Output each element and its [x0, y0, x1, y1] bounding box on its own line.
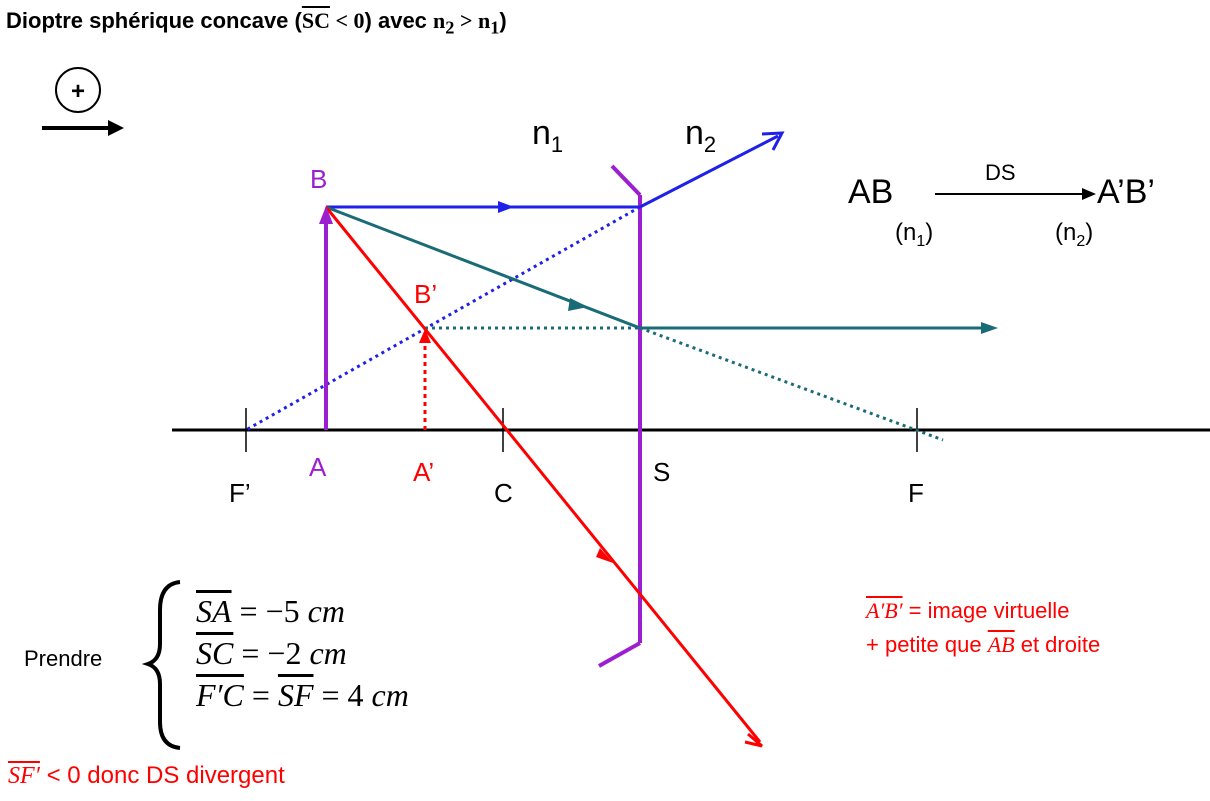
title-sc: SC: [301, 8, 330, 33]
positive-direction-icon: +: [42, 67, 124, 136]
label-a: A: [309, 452, 327, 482]
dioptre-surface: [598, 164, 642, 668]
label-f-prime: F’: [229, 478, 251, 508]
label-s: S: [653, 457, 670, 487]
label-c: C: [494, 478, 513, 508]
relation-image: A’B’: [1097, 173, 1155, 211]
relation-object: AB: [848, 173, 893, 211]
given-label: Prendre: [24, 646, 103, 671]
label-b-prime: B’: [414, 279, 437, 309]
divergent-conclusion: SF′ < 0 donc DS divergent: [8, 762, 285, 789]
given-brace: [141, 580, 181, 750]
object-ab: [319, 206, 333, 430]
label-f: F: [908, 478, 924, 508]
image-note-line1: A′B′ = image virtuelle: [866, 598, 1070, 623]
relation-object-medium: (n1): [895, 219, 933, 250]
given-line-sa: SA = −5 cm: [196, 593, 345, 629]
label-n2: n2: [685, 114, 716, 157]
diagram-title: Dioptre sphérique concave (SC < 0) avec …: [6, 8, 507, 38]
ray-center: [324, 206, 763, 748]
svg-text:+: +: [71, 78, 85, 105]
image-note: A′B′ = image virtuelle + petite que AB e…: [866, 594, 1100, 662]
label-b: B: [310, 164, 327, 194]
ray-focal: [325, 205, 998, 442]
image-a-prime-b-prime: [419, 329, 431, 430]
given-line-sc: SC = −2 cm: [196, 635, 347, 671]
label-n1: n1: [532, 114, 563, 157]
image-note-line2: + petite que AB et droite: [866, 632, 1101, 657]
label-a-prime: A’: [413, 457, 434, 487]
relation-arrow-label: DS: [985, 160, 1016, 185]
given-line-fc-sf: F′C = SF = 4 cm: [196, 677, 409, 713]
given-equations: SA = −5 cm SC = −2 cm F′C = SF = 4 cm: [196, 590, 409, 716]
conjugation-relation: AB (n1) DS A’B’ (n2): [848, 160, 1155, 250]
relation-image-medium: (n2): [1055, 219, 1093, 250]
ray-parallel: [245, 131, 785, 432]
